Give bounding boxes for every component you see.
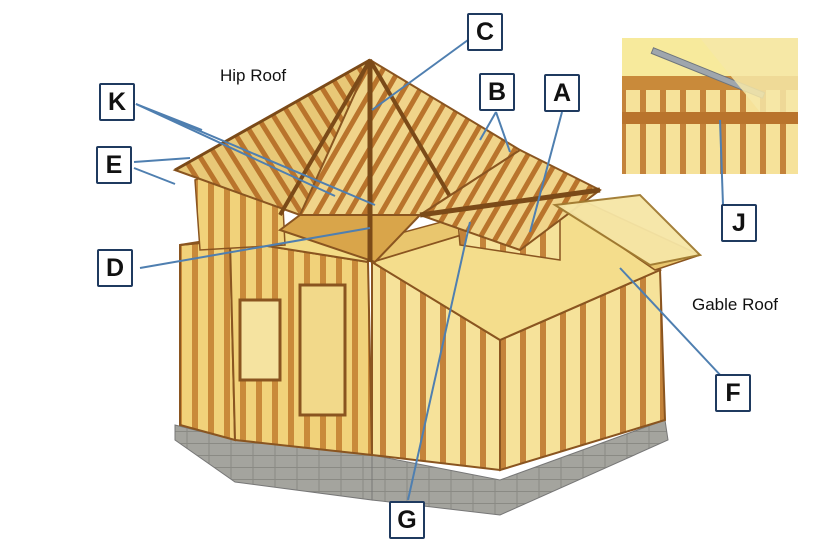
- callout-j: J: [721, 204, 757, 242]
- gable-roof-label: Gable Roof: [692, 295, 778, 314]
- callout-b: B: [479, 73, 515, 111]
- hip-roof-framing: [172, 58, 522, 264]
- callout-a: A: [544, 74, 580, 112]
- inset-detail: [622, 38, 798, 174]
- door-opening: [298, 283, 347, 417]
- callout-g: G: [389, 501, 425, 539]
- callout-d: D: [97, 249, 133, 287]
- callout-k: K: [99, 83, 135, 121]
- callout-c: C: [467, 13, 503, 51]
- gable-roof-framing: [417, 148, 703, 267]
- hip-roof-label: Hip Roof: [220, 66, 287, 85]
- callout-e: E: [96, 146, 132, 184]
- window-opening: [238, 298, 282, 382]
- callout-f: F: [715, 374, 751, 412]
- leader-lines: [133, 39, 724, 501]
